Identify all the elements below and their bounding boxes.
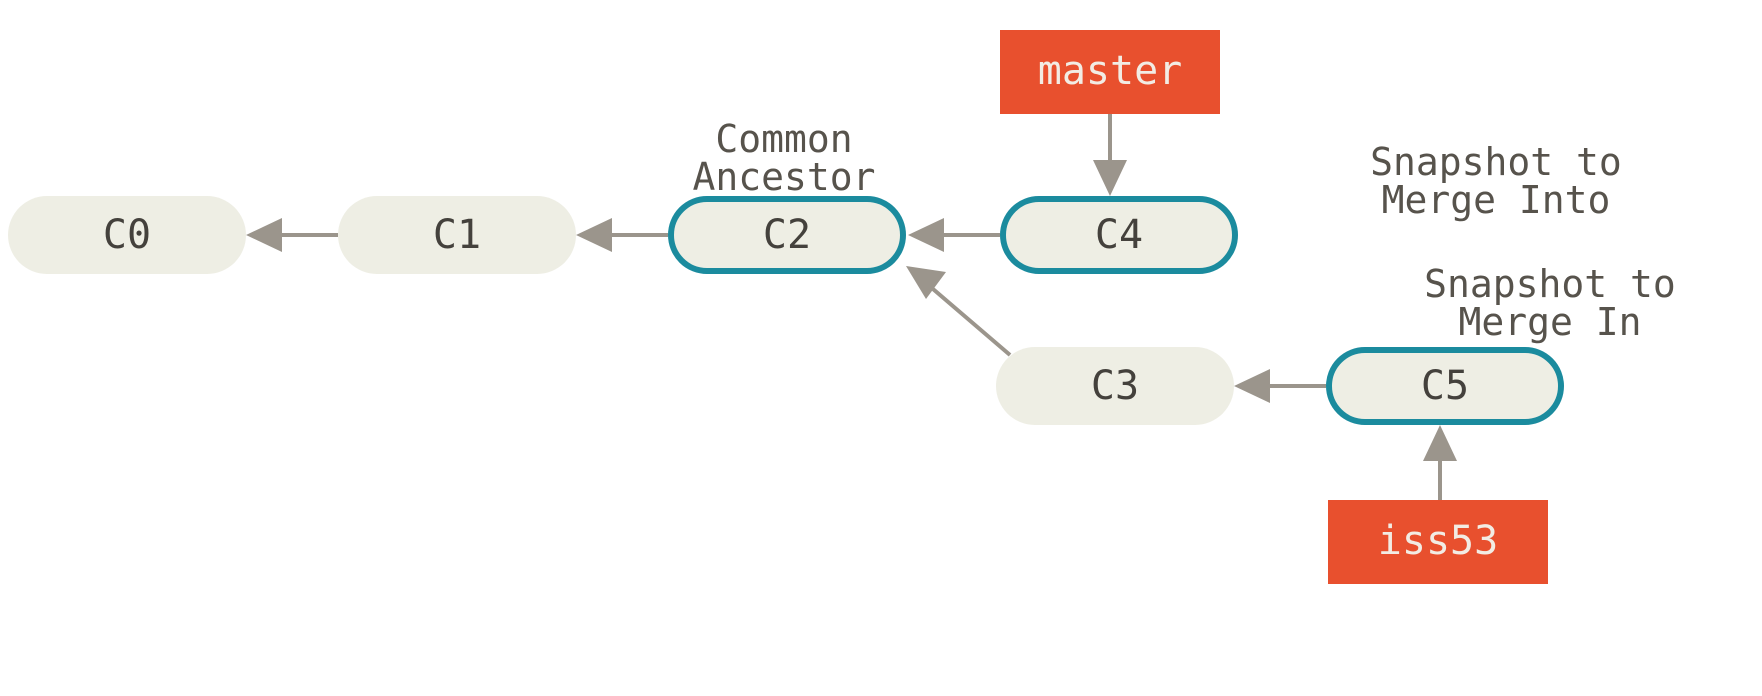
commit-node-c0[interactable]: C0 [8, 196, 246, 274]
commit-node-c4[interactable]: C4 [1000, 196, 1238, 274]
annotation-common-ancestor-line2: Ancestor [692, 155, 875, 199]
edge-iss53-to-c5 [1423, 425, 1457, 500]
annotation-snapshot-merge-in: Snapshot to Merge In [1424, 262, 1676, 344]
commit-node-c1[interactable]: C1 [338, 196, 576, 274]
branch-box-master[interactable]: master [1000, 30, 1220, 114]
commit-label-c5: C5 [1421, 363, 1469, 409]
commit-label-c0: C0 [103, 212, 151, 258]
edge-c4-to-c2 [908, 218, 1000, 252]
edge-c5-to-c3 [1234, 369, 1326, 403]
edge-c2-to-c1 [576, 218, 668, 252]
commit-label-c2: C2 [763, 212, 811, 258]
annotation-common-ancestor: Common Ancestor [692, 117, 875, 199]
annotation-merge-into-line1: Snapshot to [1370, 140, 1622, 184]
branch-box-iss53[interactable]: iss53 [1328, 500, 1548, 584]
annotation-snapshot-merge-into: Snapshot to Merge Into [1370, 140, 1622, 222]
commit-label-c1: C1 [433, 212, 481, 258]
commit-node-c2[interactable]: C2 [668, 196, 906, 274]
commit-label-c4: C4 [1095, 212, 1143, 258]
commit-label-c3: C3 [1091, 363, 1139, 409]
edge-c3-to-c2 [906, 266, 1012, 357]
annotation-merge-into-line2: Merge Into [1382, 178, 1611, 222]
edge-master-to-c4 [1093, 114, 1127, 196]
commit-node-c3[interactable]: C3 [996, 347, 1234, 425]
branch-label-iss53: iss53 [1378, 518, 1498, 564]
annotation-merge-in-line1: Snapshot to [1424, 262, 1676, 306]
branch-label-master: master [1038, 48, 1183, 94]
edge-c1-to-c0 [246, 218, 338, 252]
commit-node-c5[interactable]: C5 [1326, 347, 1564, 425]
annotation-common-ancestor-line1: Common [715, 117, 852, 161]
annotation-merge-in-line2: Merge In [1458, 300, 1641, 344]
